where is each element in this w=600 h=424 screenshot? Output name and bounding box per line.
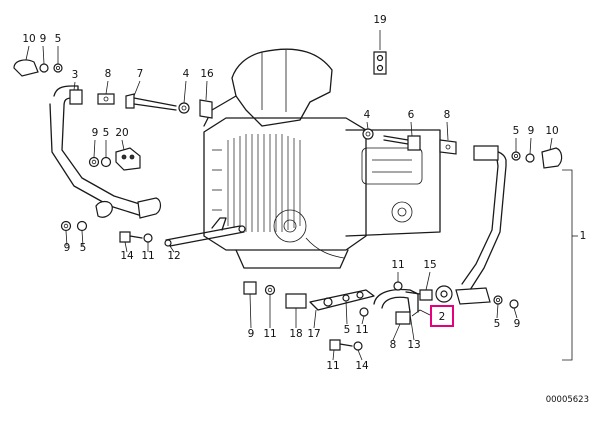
- callout-label: 11: [355, 324, 368, 336]
- callout-label: 15: [423, 259, 436, 271]
- callout-label: 14: [355, 360, 369, 372]
- selected-part-highlight: [430, 305, 454, 327]
- callout-label: 11: [391, 259, 404, 271]
- callout-label: 5: [103, 127, 110, 139]
- callout-label: 8: [444, 109, 451, 121]
- callout-label: 12: [167, 250, 180, 262]
- callout-label[interactable]: 2: [439, 311, 446, 323]
- bracket-19: [373, 30, 387, 75]
- engine-block: [203, 48, 441, 269]
- callout-label: 9: [514, 318, 521, 330]
- callout-label: 20: [115, 127, 128, 139]
- callout-label: 7: [137, 68, 144, 80]
- callout-label: 4: [364, 109, 371, 121]
- catalog-number: 00005623: [546, 395, 589, 405]
- callout-label: 3: [72, 69, 79, 81]
- crash-bar-left: [49, 85, 162, 219]
- callout-label: 9: [64, 242, 71, 254]
- callout-label: 6: [408, 109, 415, 121]
- leader-lines: [25, 45, 578, 361]
- callout-label: 5: [80, 242, 87, 254]
- bracket-20: [115, 147, 141, 171]
- fastener-row-left-top: [13, 59, 213, 119]
- callout-label: 11: [326, 360, 339, 372]
- callout-label: 10: [22, 33, 35, 45]
- callout-label: 5: [55, 33, 62, 45]
- callout-label: 18: [289, 328, 302, 340]
- callout-label: 17: [307, 328, 320, 340]
- callout-label: 19: [373, 14, 386, 26]
- callout-label: 13: [407, 339, 420, 351]
- callout-label: 9: [248, 328, 255, 340]
- cooling-fins: [227, 134, 301, 232]
- fastener-row-right-top: [362, 128, 563, 169]
- callout-label: 8: [390, 339, 397, 351]
- callout-label: 8: [105, 68, 112, 80]
- callout-label: 1: [580, 230, 587, 242]
- callout-label: 5: [344, 324, 351, 336]
- callout-label: 4: [183, 68, 190, 80]
- strut-12: [164, 217, 246, 247]
- callout-label: 16: [200, 68, 214, 80]
- callout-label: 9: [40, 33, 47, 45]
- callout-label: 5: [494, 318, 501, 330]
- fastener-row-left-mid: [60, 156, 153, 243]
- callout-label: 11: [141, 250, 154, 262]
- callout-label: 9: [528, 125, 535, 137]
- callout-label: 5: [513, 125, 520, 137]
- crash-bar-right: [435, 145, 507, 305]
- callout-label: 10: [545, 125, 558, 137]
- callout-label: 11: [263, 328, 276, 340]
- callout-label: 9: [92, 127, 99, 139]
- callout-label: 14: [120, 250, 134, 262]
